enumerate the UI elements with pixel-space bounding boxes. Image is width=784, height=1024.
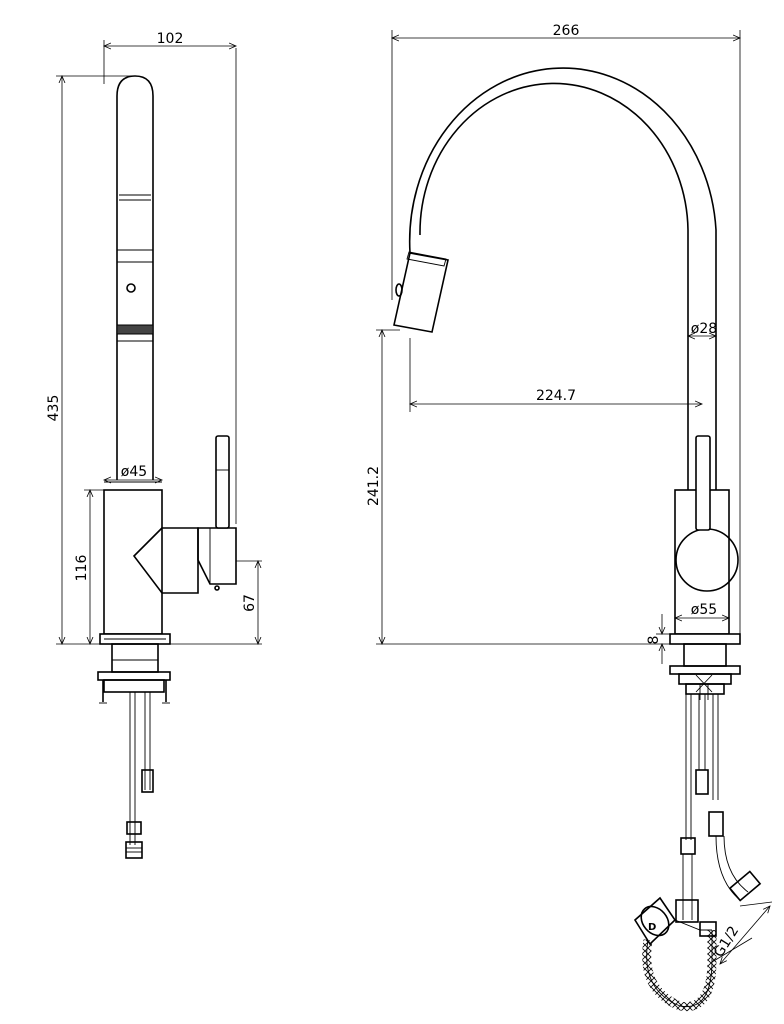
dim-front-reach: 224.7	[410, 338, 702, 412]
dim-side-width: 102	[104, 31, 236, 524]
dim-front-base-thickness: 8	[646, 614, 670, 664]
dim-side-spout-diameter: ø45	[104, 464, 162, 480]
front-spray-head	[393, 251, 449, 333]
side-view: 102 435 116 67 ø45	[46, 31, 262, 859]
side-faucet-body	[103, 481, 237, 635]
dim-front-spout-height: 241.2	[366, 330, 670, 644]
dim-front-spout-diameter: ø28	[688, 321, 717, 337]
dim-side-body-height-label: 116	[74, 555, 90, 582]
dim-front-width: 266	[392, 23, 740, 634]
dim-front-base-thickness-label: 8	[646, 636, 662, 645]
front-view: D 266 224.7 241.2 ø28	[366, 23, 773, 1012]
side-spout-body	[116, 75, 154, 480]
side-mounting-hardware	[97, 643, 171, 859]
dim-front-width-label: 266	[553, 23, 580, 39]
dim-front-reach-label: 224.7	[536, 388, 576, 404]
front-supply-hoses: D	[633, 694, 762, 1012]
front-mounting-hardware	[669, 643, 741, 700]
valve-logo-icon: D	[648, 922, 656, 933]
dim-front-spout-diameter-label: ø28	[691, 321, 717, 337]
dim-front-spout-height-label: 241.2	[366, 466, 382, 506]
dim-side-spout-diameter-label: ø45	[121, 464, 147, 480]
front-gooseneck-spout	[408, 67, 717, 490]
dim-side-body-height: 116	[74, 490, 104, 644]
dim-side-width-label: 102	[157, 31, 184, 47]
side-base-plate	[99, 633, 171, 645]
front-lever-handle	[695, 435, 711, 531]
front-base-plate	[669, 633, 741, 645]
dim-side-handle-height: 67	[170, 561, 262, 644]
dim-side-handle-height-label: 67	[242, 594, 258, 612]
dim-side-height-label: 435	[46, 395, 62, 422]
dim-front-thread: G1/2	[711, 901, 773, 964]
dim-front-base-diameter: ø55	[675, 602, 729, 634]
dim-front-base-diameter-label: ø55	[691, 602, 717, 618]
side-lever-handle	[215, 435, 230, 529]
